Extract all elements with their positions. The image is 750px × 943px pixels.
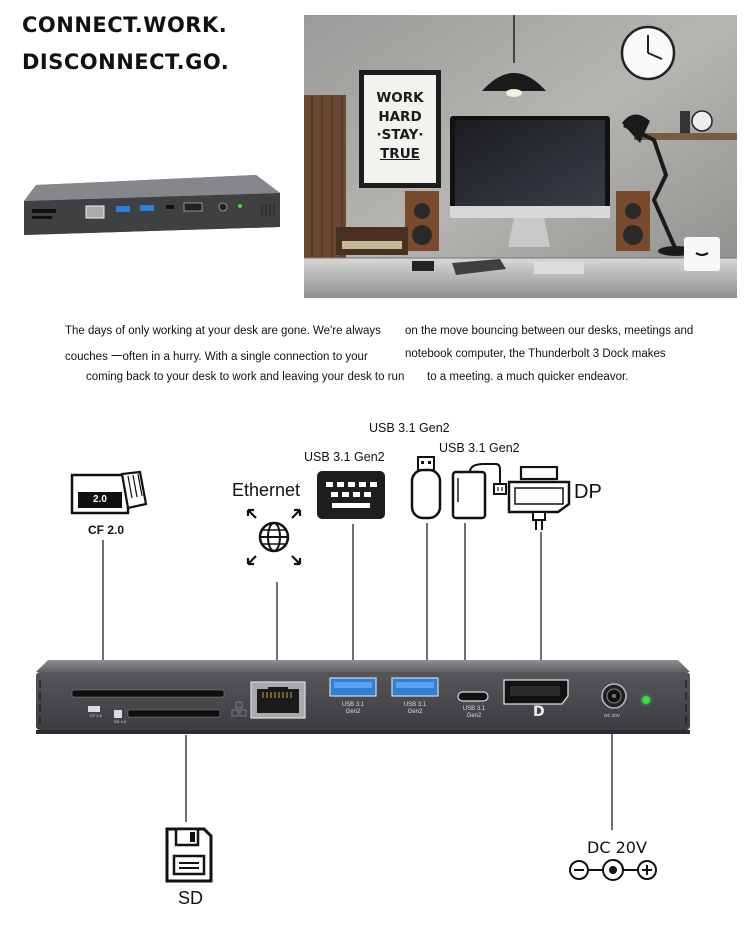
sd-card-icon xyxy=(165,827,213,883)
label-sd: SD xyxy=(178,888,204,908)
workspace-photo: WORK HARD ·STAY· TRUE xyxy=(304,15,737,298)
dc-polarity-icon xyxy=(569,859,657,881)
label-ethernet: Ethernet xyxy=(232,480,301,500)
headline-line-1: CONNECT.WORK. xyxy=(22,13,228,37)
dp-glyph: D xyxy=(533,704,545,720)
paragraph-left-1: The days of only working at your desk ar… xyxy=(65,325,381,337)
label-usb-a2: USB 3.1 Gen2 xyxy=(369,421,450,435)
poster-line: TRUE xyxy=(380,145,420,162)
port-label-usbc: USB 3.1 Gen2 xyxy=(451,706,497,720)
ethernet-globe-icon xyxy=(246,508,302,566)
label-usb-c: USB 3.1 Gen2 xyxy=(439,441,520,455)
port-label-usb2: USB 3.1 Gen2 xyxy=(392,702,438,716)
paragraph-right-2: notebook computer, the Thunderbolt 3 Doc… xyxy=(405,348,666,360)
paragraph-right-3: to a meeting. a much quicker endeavor. xyxy=(427,371,629,383)
label-dc: DC 20V xyxy=(587,838,647,857)
external-drive-icon xyxy=(451,463,507,520)
poster-text: WORK HARD ·STAY· TRUE xyxy=(364,89,436,163)
dock-device xyxy=(36,660,690,734)
paragraph-left-2: couches 一often in a hurry. With a single… xyxy=(65,351,368,363)
keyboard-icon xyxy=(317,471,385,519)
port-label-usb1: USB 3.1 Gen2 xyxy=(330,702,376,716)
poster-line: WORK xyxy=(376,90,424,106)
port-label-cf: CF 2.0 xyxy=(89,713,102,718)
poster-line: ·STAY· xyxy=(376,127,424,143)
dock-thumbnail xyxy=(24,175,280,235)
displayport-icon xyxy=(507,466,571,530)
label-dp: DP xyxy=(574,481,602,503)
paragraph-right-1: on the move bouncing between our desks, … xyxy=(405,325,694,337)
port-label-line: USB 3.1 xyxy=(462,706,486,712)
cf-card-icon xyxy=(70,470,148,515)
cf-badge: 2.0 xyxy=(93,494,107,505)
port-label-line: Gen2 xyxy=(466,713,482,719)
port-label-sd: SD 4.0 xyxy=(113,719,127,724)
paragraph-left-3: coming back to your desk to work and lea… xyxy=(86,371,405,383)
usb-drive-icon xyxy=(410,456,442,520)
port-label-line: USB 3.1 xyxy=(341,702,365,708)
poster-line: HARD xyxy=(378,108,422,125)
label-cf: CF 2.0 xyxy=(88,523,125,537)
port-label-line: Gen2 xyxy=(345,709,361,715)
label-usb-a1: USB 3.1 Gen2 xyxy=(304,450,385,464)
workspace-scene xyxy=(304,15,737,298)
headline-line-2: DISCONNECT.GO. xyxy=(22,50,230,74)
port-label-dc: DC 20V xyxy=(604,713,620,718)
port-label-line: Gen2 xyxy=(407,709,423,715)
port-label-line: USB 3.1 xyxy=(403,702,427,708)
